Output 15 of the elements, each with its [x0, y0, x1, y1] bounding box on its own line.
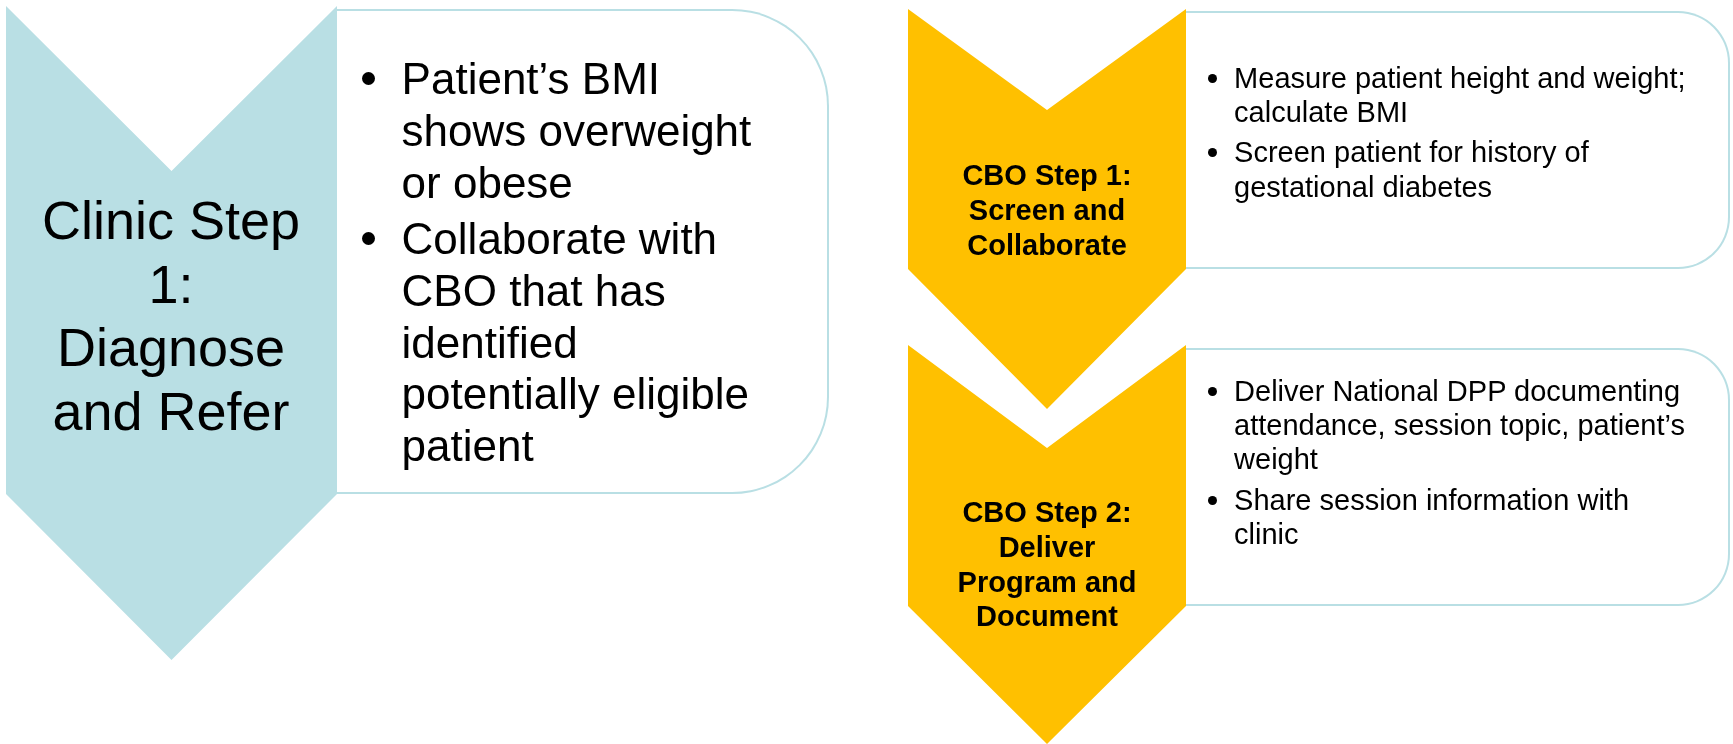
text-box [1186, 11, 1730, 269]
bullet-item: Deliver National DPP documenting attendance, session topic, patient’s weight [1208, 374, 1688, 477]
chevron-shape [6, 6, 337, 660]
step-title: Clinic Step 1: Diagnose and Refer [41, 189, 301, 444]
bullet-item: Measure patient height and weight; calculate BMI [1208, 61, 1688, 130]
text-box [1186, 348, 1730, 606]
chevron-shape [908, 9, 1186, 409]
bullet-item: Share session information with clinic [1208, 482, 1688, 552]
step-title: CBO Step 1: Screen and Collaborate [961, 158, 1133, 263]
chevron-shape [908, 345, 1186, 744]
bullet-item: Collaborate with CBO that has identified potentially eligible patient [362, 212, 787, 473]
bullet-item: Screen patient for history of gestational diabetes [1208, 135, 1688, 204]
step-title: CBO Step 2: Deliver Program and Document [956, 495, 1138, 635]
text-box [337, 9, 829, 494]
bullet-item: Patient’s BMI shows overweight or obese [362, 53, 787, 209]
